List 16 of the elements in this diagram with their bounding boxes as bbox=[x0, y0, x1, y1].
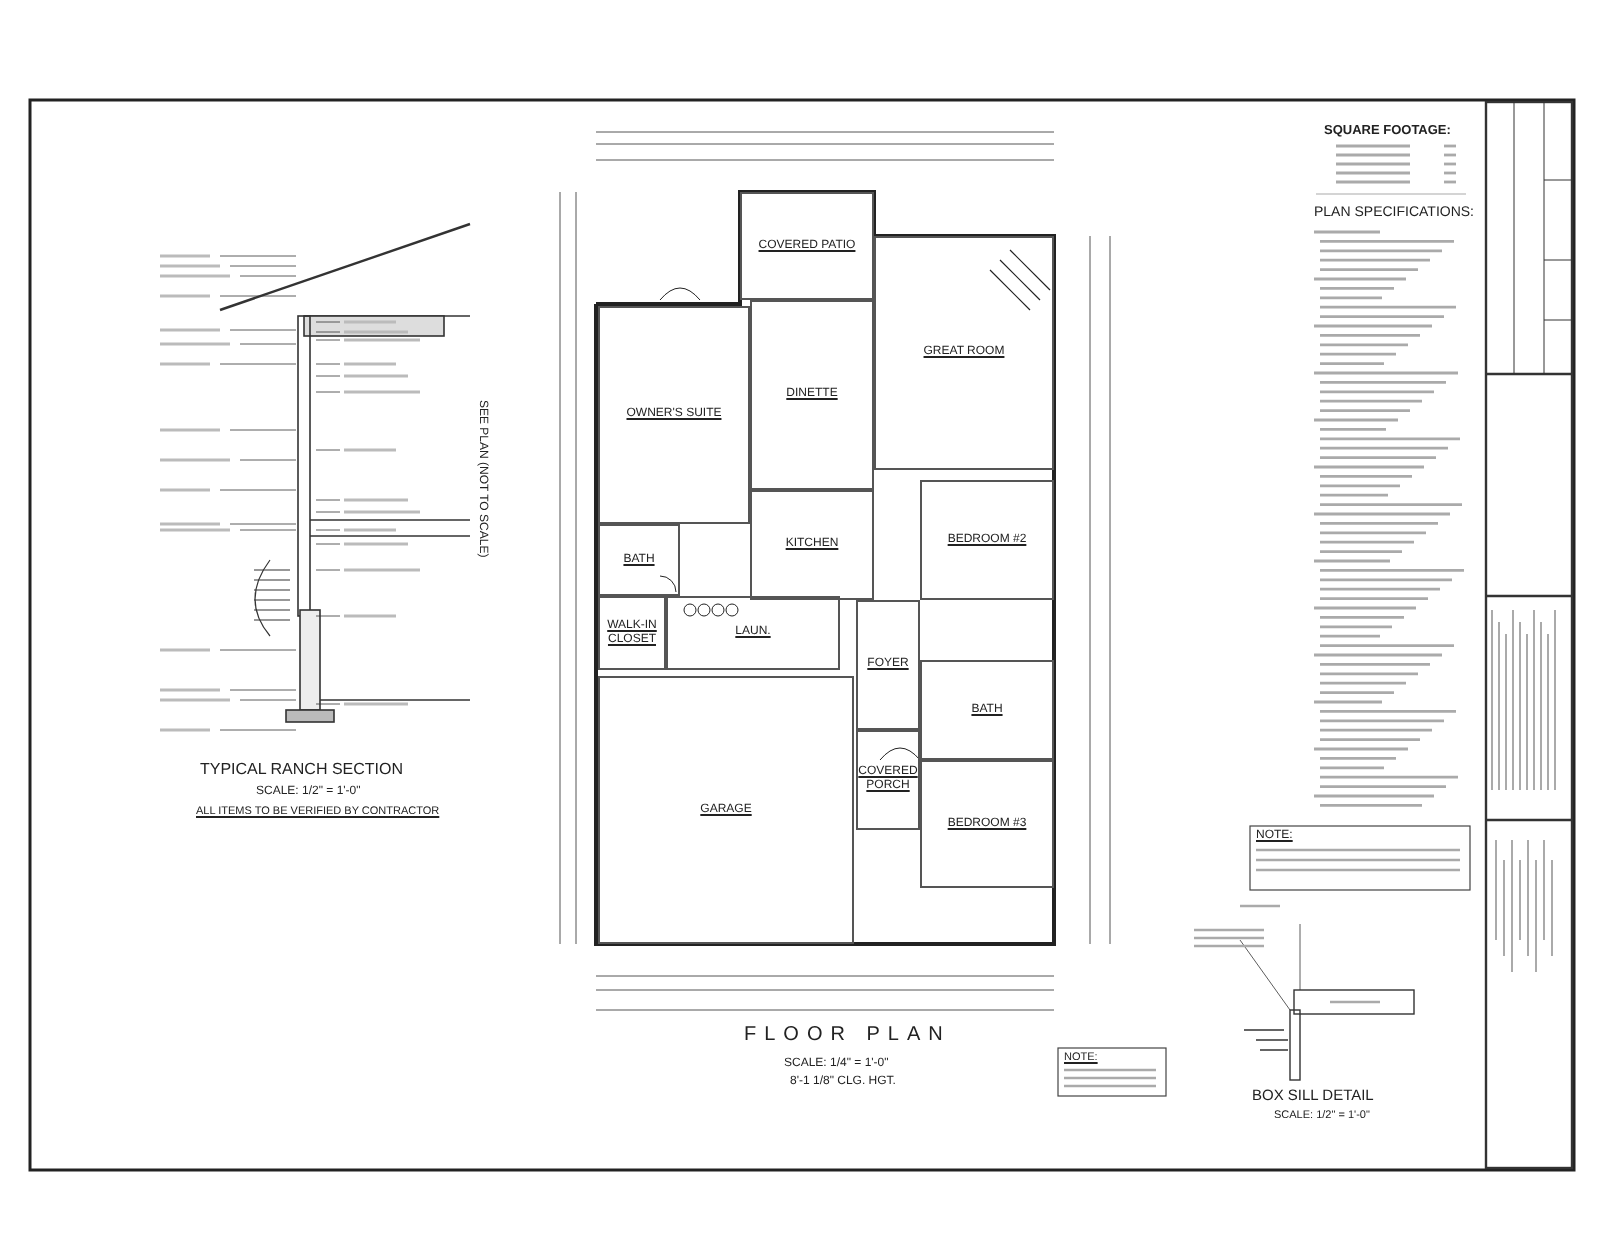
room-outline bbox=[920, 660, 1054, 760]
drawing-title: TYPICAL RANCH SECTION bbox=[200, 760, 403, 779]
room-outline bbox=[598, 676, 854, 944]
room-outline bbox=[874, 236, 1054, 470]
room-outline bbox=[598, 596, 666, 670]
room-outline bbox=[598, 306, 750, 524]
room-outline bbox=[920, 480, 1054, 600]
room-outline bbox=[598, 524, 680, 596]
room-outline bbox=[920, 760, 1054, 888]
room-outline bbox=[856, 600, 920, 730]
room-outline bbox=[740, 192, 874, 300]
room-outline bbox=[856, 730, 920, 830]
room-outline bbox=[750, 300, 874, 490]
drawing-title: FLOOR PLAN bbox=[744, 1024, 951, 1047]
room-outline bbox=[750, 490, 874, 600]
room-outline bbox=[666, 596, 840, 670]
